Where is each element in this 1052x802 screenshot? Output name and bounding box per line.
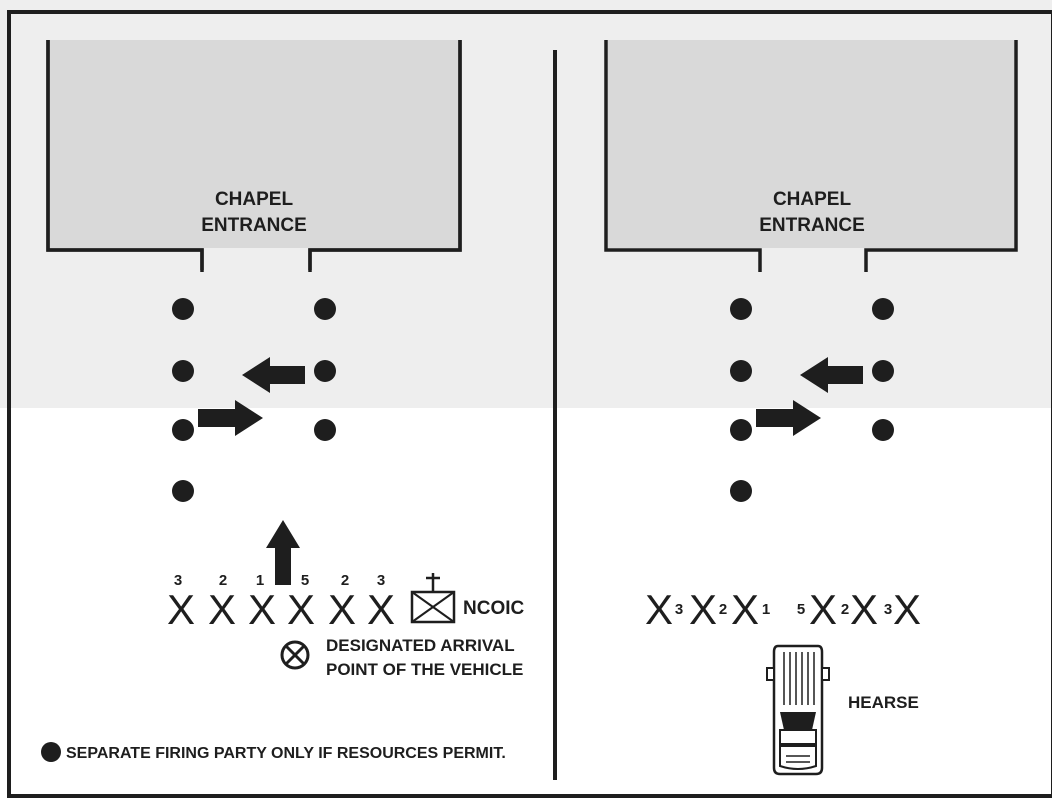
bearer-number: 3 bbox=[675, 601, 683, 618]
left-chapel-label-line1: CHAPEL bbox=[215, 189, 294, 210]
right-chapel-fill bbox=[608, 40, 1014, 248]
bearer-number: 2 bbox=[719, 601, 727, 618]
right-chapel-label-line1: CHAPEL bbox=[773, 189, 852, 210]
pallbearer-x: X bbox=[645, 586, 673, 633]
firing-party-dot bbox=[172, 298, 194, 320]
firing-party-dot bbox=[172, 360, 194, 382]
left-chapel-label-line2: ENTRANCE bbox=[201, 215, 307, 236]
firing-party-dot bbox=[172, 480, 194, 502]
bearer-number: 3 bbox=[884, 601, 892, 618]
firing-party-dot bbox=[730, 480, 752, 502]
hearse-icon bbox=[766, 644, 830, 776]
firing-party-dot bbox=[730, 298, 752, 320]
pallbearer-x: X bbox=[328, 586, 356, 633]
firing-party-footnote: SEPARATE FIRING PARTY ONLY IF RESOURCES … bbox=[66, 745, 506, 762]
pallbearer-x: X bbox=[809, 586, 837, 633]
pallbearer-x: X bbox=[248, 586, 276, 633]
arrival-point-label-line2: POINT OF THE VEHICLE bbox=[326, 660, 523, 679]
bearer-number: 2 bbox=[219, 572, 227, 589]
bearer-number: 5 bbox=[301, 572, 309, 589]
bearer-number: 1 bbox=[256, 572, 264, 589]
firing-party-dot bbox=[314, 419, 336, 441]
pallbearer-x: X bbox=[367, 586, 395, 633]
hearse-label: HEARSE bbox=[848, 693, 919, 712]
bearer-number: 3 bbox=[377, 572, 385, 589]
pallbearer-x: X bbox=[208, 586, 236, 633]
firing-party-dot bbox=[172, 419, 194, 441]
lower-white-band bbox=[0, 408, 1052, 802]
legend-dot-icon bbox=[41, 742, 61, 762]
bearer-number: 2 bbox=[841, 601, 849, 618]
bearer-number: 3 bbox=[174, 572, 182, 589]
firing-party-dot bbox=[314, 360, 336, 382]
outer-frame bbox=[7, 10, 1052, 798]
pallbearer-x: X bbox=[287, 586, 315, 633]
ncoic-label: NCOIC bbox=[463, 598, 525, 619]
arrow-right-icon bbox=[756, 400, 821, 436]
arrow-left-icon bbox=[242, 357, 305, 393]
firing-party-dot bbox=[872, 419, 894, 441]
firing-party-dot bbox=[730, 419, 752, 441]
firing-party-dot bbox=[872, 360, 894, 382]
arrival-point-icon bbox=[280, 640, 310, 670]
pallbearer-x: X bbox=[689, 586, 717, 633]
right-chapel-outline bbox=[604, 40, 1018, 272]
pallbearer-x: X bbox=[893, 586, 921, 633]
left-chapel-outline bbox=[46, 40, 462, 272]
pallbearer-x: X bbox=[167, 586, 195, 633]
firing-party-dot bbox=[730, 360, 752, 382]
left-panel: CHAPEL ENTRANCE X X X X X X 3 2 1 5 2 3 bbox=[41, 40, 525, 762]
arrival-point-label-line1: DESIGNATED ARRIVAL bbox=[326, 636, 515, 655]
bearer-number: 1 bbox=[762, 601, 770, 618]
arrow-left-icon bbox=[800, 357, 863, 393]
ncoic-icon bbox=[410, 573, 456, 624]
firing-party-dot bbox=[314, 298, 336, 320]
left-chapel-fill bbox=[50, 40, 458, 248]
bearer-number: 2 bbox=[341, 572, 349, 589]
firing-party-dot bbox=[872, 298, 894, 320]
arrow-right-icon bbox=[198, 400, 263, 436]
pallbearer-x: X bbox=[850, 586, 878, 633]
right-chapel-label-line2: ENTRANCE bbox=[759, 215, 865, 236]
bearer-number: 5 bbox=[797, 601, 805, 618]
arrow-up-icon bbox=[266, 520, 300, 585]
right-panel: CHAPEL ENTRANCE X X X X X X 3 2 1 5 2 3 bbox=[604, 40, 1018, 776]
pallbearer-x: X bbox=[731, 586, 759, 633]
